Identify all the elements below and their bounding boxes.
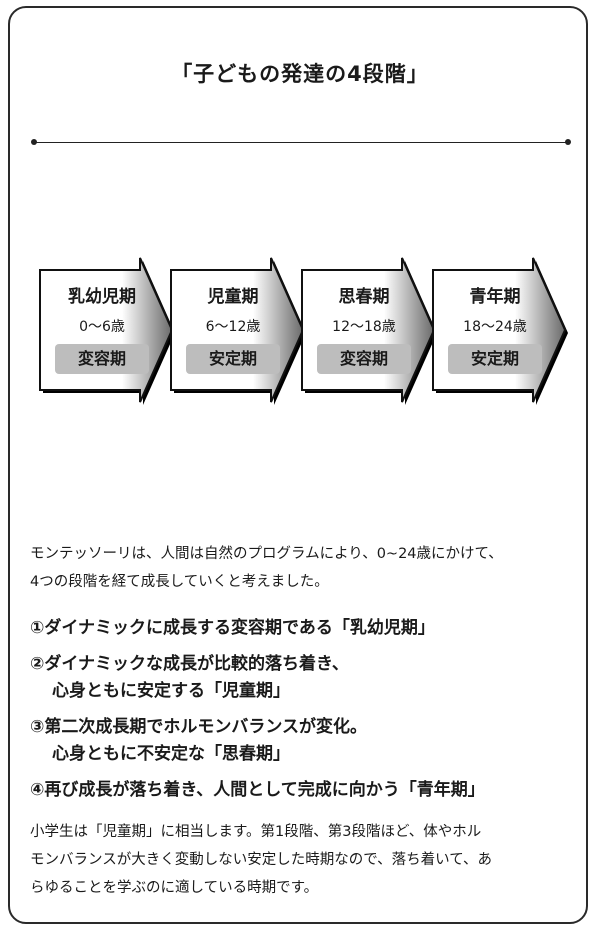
stage-3: 思春期 12〜18歳 変容期 (303, 250, 425, 410)
stage-3-age: 12〜18歳 (332, 319, 396, 335)
list-item-4-line-1: ④再び成長が落ち着き、人間として完成に向かう「青年期」 (30, 780, 485, 800)
stage-3-name: 思春期 (338, 287, 390, 307)
intro-line-1: モンテッソーリは、人間は自然のプログラムにより、0~24歳にかけて、 (30, 546, 503, 562)
divider-dot-right (565, 139, 571, 145)
stage-2-type-badge: 安定期 (186, 344, 280, 374)
closing-paragraph: 小学生は「児童期」に相当します。第1段階、第3段階ほど、体やホル モンバランスが… (30, 818, 575, 902)
list-item: ④再び成長が落ち着き、人間として完成に向かう「青年期」 (30, 777, 580, 804)
stage-1-name: 乳幼児期 (68, 287, 136, 307)
list-item-2-line-2: 心身ともに安定する「児童期」 (52, 681, 290, 701)
stage-2: 児童期 6〜12歳 安定期 (172, 250, 294, 410)
list-item-1-line-1: ①ダイナミックに成長する変容期である「乳幼児期」 (30, 618, 435, 638)
intro-line-2: 4つの段階を経て成長していくと考えました。 (30, 574, 329, 590)
list-item: ②ダイナミックな成長が比較的落ち着き、 心身ともに安定する「児童期」 (30, 651, 580, 705)
stage-1-type-badge: 変容期 (55, 344, 149, 374)
closing-line-1: 小学生は「児童期」に相当します。第1段階、第3段階ほど、体やホル (30, 824, 482, 840)
page-title: 「子どもの発達の4段階」 (171, 62, 429, 86)
list-item-2-line-1: ②ダイナミックな成長が比較的落ち着き、 (30, 654, 349, 674)
stage-list: ①ダイナミックに成長する変容期である「乳幼児期」 ②ダイナミックな成長が比較的落… (30, 615, 580, 813)
stage-4: 青年期 18〜24歳 安定期 (434, 250, 556, 410)
intro-paragraph: モンテッソーリは、人間は自然のプログラムにより、0~24歳にかけて、 4つの段階… (30, 540, 575, 596)
closing-line-3: らゆることを学ぶのに適している時期です。 (30, 880, 319, 896)
content-card (8, 6, 588, 924)
stage-4-type-badge: 安定期 (448, 344, 542, 374)
closing-line-2: モンバランスが大きく変動しない安定した時期なので、落ち着いて、あ (30, 852, 492, 868)
list-item: ③第二次成長期でホルモンバランスが変化。 心身ともに不安定な「思春期」 (30, 714, 580, 768)
list-item-3-line-2: 心身ともに不安定な「思春期」 (52, 744, 290, 764)
stage-diagram: 乳幼児期 0〜6歳 変容期 児童期 6〜12歳 安定期 思春期 12〜18歳 変… (0, 250, 600, 410)
list-item: ①ダイナミックに成長する変容期である「乳幼児期」 (30, 615, 580, 642)
list-item-3-line-1: ③第二次成長期でホルモンバランスが変化。 (30, 717, 368, 737)
divider-dot-left (31, 139, 37, 145)
stage-1-age: 0〜6歳 (79, 319, 125, 335)
stage-4-name: 青年期 (469, 287, 521, 307)
stage-3-type-badge: 変容期 (317, 344, 411, 374)
stage-2-name: 児童期 (207, 287, 259, 307)
stage-1: 乳幼児期 0〜6歳 変容期 (41, 250, 163, 410)
divider-line (34, 142, 568, 143)
stage-4-age: 18〜24歳 (463, 319, 527, 335)
stage-2-age: 6〜12歳 (205, 319, 261, 335)
